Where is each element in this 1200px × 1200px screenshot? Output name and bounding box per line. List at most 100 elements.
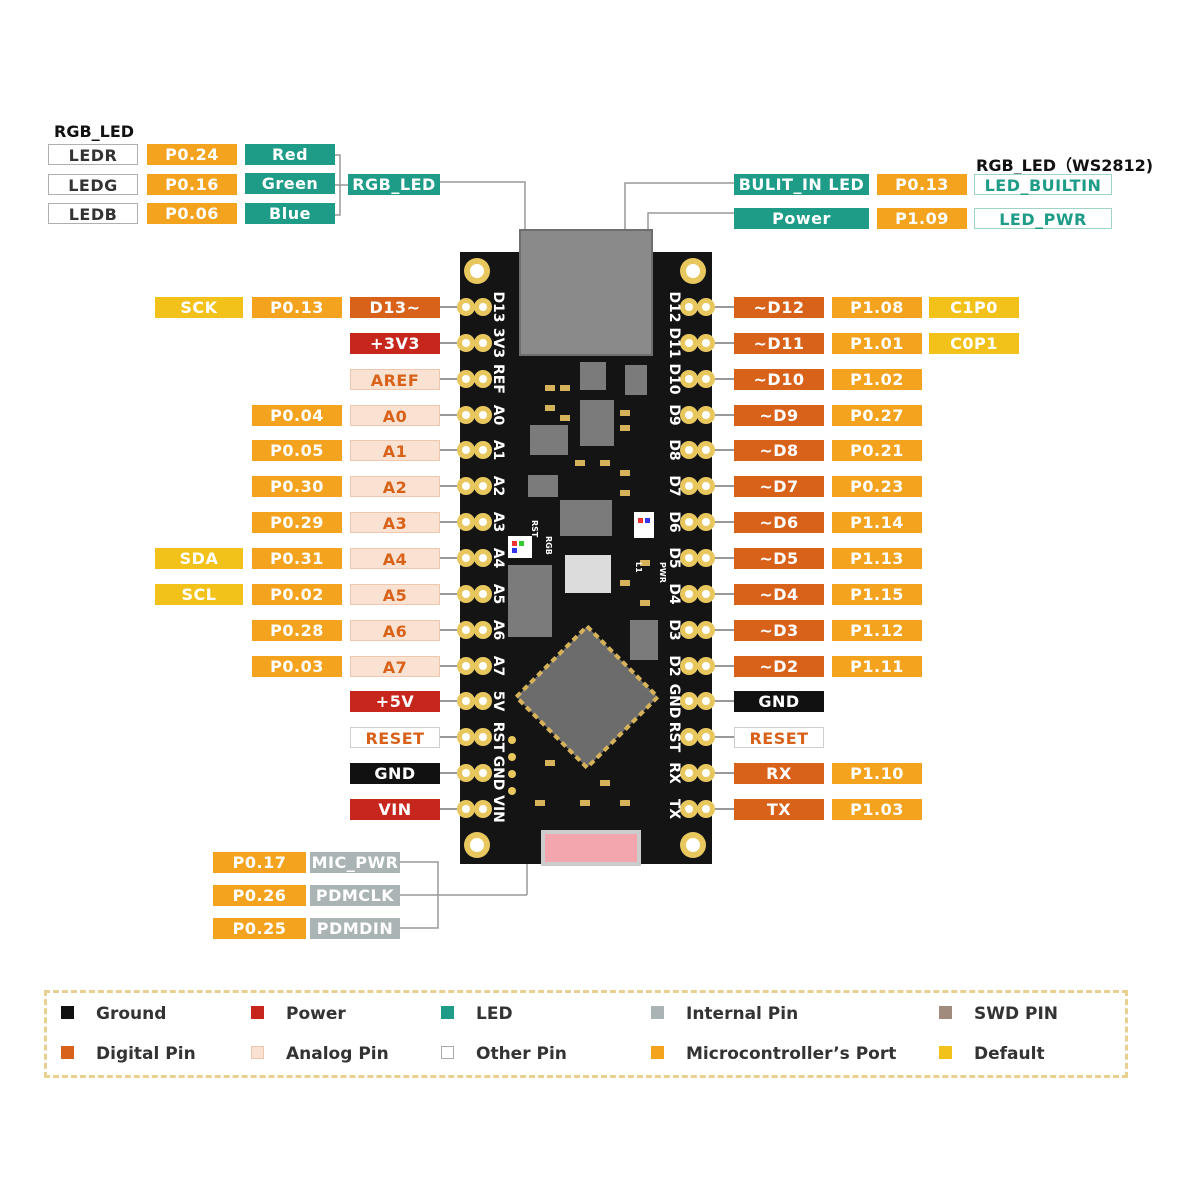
- left-pin-silk: 3V3: [490, 328, 506, 358]
- right-pin-port: P1.11: [832, 656, 922, 677]
- led-blue: Blue: [245, 203, 335, 224]
- left-pin-connector: [440, 557, 462, 559]
- right-pad-inner-hole: [685, 697, 693, 705]
- left-pad-inner-hole: [479, 733, 487, 741]
- left-pad-hole: [462, 482, 470, 490]
- left-pin-label: A0: [350, 405, 440, 426]
- right-pad-inner-hole: [685, 482, 693, 490]
- left-pin-connector: [440, 414, 462, 416]
- legend-ground: Ground: [61, 1004, 166, 1024]
- right-pin-label: GND: [734, 691, 824, 712]
- left-pad-hole: [462, 805, 470, 813]
- left-pin-port: P0.30: [252, 476, 342, 497]
- left-pin-label: A2: [350, 476, 440, 497]
- right-pad-inner-hole: [685, 805, 693, 813]
- left-pad-hole: [462, 518, 470, 526]
- right-pin-silk: D11: [666, 327, 682, 358]
- left-pin-label: A6: [350, 620, 440, 641]
- right-pin-silk: TX: [666, 799, 682, 820]
- internal-swatch: [651, 1005, 664, 1019]
- ledr-port: P0.24: [147, 144, 237, 165]
- left-pad-hole: [462, 339, 470, 347]
- right-pin-silk: D10: [666, 363, 682, 394]
- left-pad-hole: [462, 446, 470, 454]
- right-pad-inner-hole: [685, 411, 693, 419]
- right-pin-connector: [710, 449, 734, 451]
- power-swatch: [251, 1005, 264, 1019]
- right-pin-connector: [710, 485, 734, 487]
- left-pin-silk: A7: [490, 656, 506, 677]
- right-pin-silk: D5: [666, 547, 682, 568]
- right-pin-silk: D3: [666, 619, 682, 640]
- left-pad-inner-hole: [479, 518, 487, 526]
- right-pin-connector: [710, 378, 734, 380]
- left-pin-label: A1: [350, 440, 440, 461]
- right-pin-port: P1.15: [832, 584, 922, 605]
- left-pin-silk: A1: [490, 440, 506, 461]
- legend-mcu-port: Microcontroller’s Port: [651, 1044, 896, 1064]
- ground-swatch: [61, 1005, 74, 1019]
- left-pin-silk: A0: [490, 405, 506, 426]
- legend-other: Other Pin: [441, 1044, 567, 1064]
- left-pin-port: P0.13: [252, 297, 342, 318]
- right-pad-hole: [702, 590, 710, 598]
- right-pin-silk: RST: [666, 722, 682, 753]
- ledr-label: LEDR: [48, 144, 138, 165]
- right-pin-function: C1P0: [929, 297, 1019, 318]
- left-pin-silk: D13: [490, 291, 506, 322]
- pdmdin-label: PDMDIN: [310, 918, 400, 939]
- right-pin-port: P1.13: [832, 548, 922, 569]
- right-pin-label: ~D5: [734, 548, 824, 569]
- right-pin-silk: D2: [666, 655, 682, 676]
- left-pin-connector: [440, 378, 462, 380]
- left-pin-silk: A2: [490, 476, 506, 497]
- right-pad-hole: [702, 518, 710, 526]
- left-pin-connector: [440, 449, 462, 451]
- swd-swatch: [939, 1005, 952, 1019]
- left-pin-port: P0.29: [252, 512, 342, 533]
- right-pin-function: C0P1: [929, 333, 1019, 354]
- left-pin-connector: [440, 521, 462, 523]
- left-pad-hole: [462, 411, 470, 419]
- left-pad-hole: [462, 769, 470, 777]
- mic-pwr-port: P0.17: [213, 852, 306, 873]
- right-pin-label: ~D8: [734, 440, 824, 461]
- right-pad-hole: [702, 697, 710, 705]
- power-led-label: Power: [734, 208, 869, 229]
- right-pin-connector: [710, 700, 734, 702]
- left-pin-function: SDA: [155, 548, 243, 569]
- analog-swatch: [251, 1045, 264, 1059]
- led-swatch: [441, 1005, 454, 1019]
- left-pin-function: SCK: [155, 297, 243, 318]
- right-pin-connector: [710, 772, 734, 774]
- left-pin-connector: [440, 700, 462, 702]
- default-swatch: [939, 1045, 952, 1059]
- right-pad-hole: [702, 411, 710, 419]
- right-pin-label: ~D10: [734, 369, 824, 390]
- right-pad-hole: [702, 733, 710, 741]
- left-pad-hole: [462, 697, 470, 705]
- legend-internal: Internal Pin: [651, 1004, 798, 1024]
- left-pin-silk: VIN: [490, 795, 506, 823]
- left-pad-hole: [462, 303, 470, 311]
- right-pin-port: P0.27: [832, 405, 922, 426]
- left-pin-connector: [440, 665, 462, 667]
- left-pin-function: SCL: [155, 584, 243, 605]
- right-pad-hole: [702, 554, 710, 562]
- led-green: Green: [245, 173, 335, 194]
- right-pin-port: P1.14: [832, 512, 922, 533]
- left-pad-inner-hole: [479, 303, 487, 311]
- left-pad-hole: [462, 662, 470, 670]
- ledb-port: P0.06: [147, 203, 237, 224]
- mic-pwr-label: MIC_PWR: [310, 852, 400, 873]
- legend: Ground Power LED Internal Pin SWD PIN Di…: [44, 990, 1128, 1078]
- left-pad-hole: [462, 626, 470, 634]
- left-pad-inner-hole: [479, 662, 487, 670]
- right-pin-silk: GND: [666, 684, 682, 719]
- right-pin-port: P1.01: [832, 333, 922, 354]
- right-pad-hole: [702, 375, 710, 383]
- ledg-port: P0.16: [147, 174, 237, 195]
- left-pad-inner-hole: [479, 590, 487, 598]
- left-pin-label: +3V3: [350, 333, 440, 354]
